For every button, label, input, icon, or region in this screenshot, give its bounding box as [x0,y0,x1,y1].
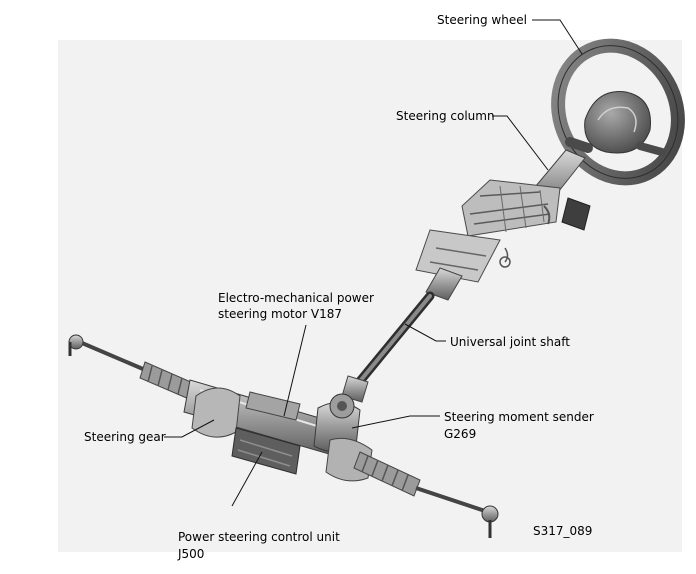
label-steering-wheel: Steering wheel [437,13,527,27]
label-motor-line1: Electro-mechanical power [218,291,374,305]
universal-joint-shaft-part [341,291,435,403]
steering-wheel-part [551,38,685,186]
figure-code: S317_089 [533,524,593,538]
leader-motor [283,324,307,417]
leader-steering-column [492,115,549,171]
label-steering-gear: Steering gear [84,430,166,444]
leader-control-unit [231,451,263,507]
leader-steering-wheel [532,19,583,55]
label-moment-sender-line1: Steering moment sender [444,410,594,424]
leader-lines [164,19,583,507]
label-control-unit-line2: J500 [178,547,205,561]
leader-universal-joint-shaft [404,323,446,342]
steering-gear-part [68,334,499,538]
label-universal-joint-shaft: Universal joint shaft [450,335,570,349]
label-steering-column: Steering column [396,109,495,123]
leader-moment-sender [351,415,440,429]
label-moment-sender-line2: G269 [444,427,477,441]
label-motor-line2: steering motor V187 [218,307,342,321]
steering-column-part [415,149,591,301]
label-control-unit-line1: Power steering control unit [178,530,340,544]
leader-steering-gear [164,419,215,438]
